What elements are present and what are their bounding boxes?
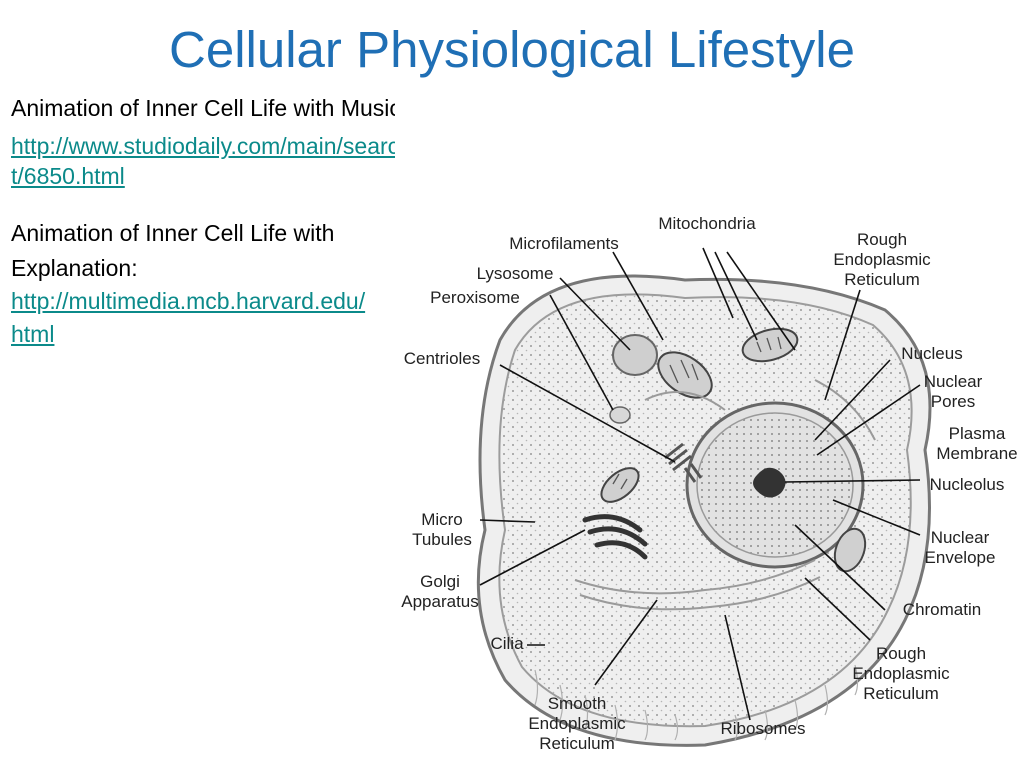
label-plasma-membrane: Plasma Membrane — [936, 424, 1018, 463]
cell-illustration — [476, 247, 932, 747]
cilia-fringe — [534, 664, 859, 741]
leader-lines — [479, 247, 921, 721]
label-mitochondria: Mitochondria — [658, 214, 756, 233]
cell-diagram: Mitochondria Microfilaments Rough Endopl… — [385, 200, 1024, 768]
label-lysosome: Lysosome — [476, 264, 554, 283]
label-nucleus: Nucleus — [901, 344, 963, 363]
label-nucleolus: Nucleolus — [929, 475, 1005, 494]
item2-link-line1[interactable]: http://multimedia.mcb.harvard.edu/ — [11, 288, 366, 314]
item2-text-line2: Explanation: — [11, 255, 138, 281]
label-golgi-apparatus: Golgi Apparatus — [401, 572, 479, 611]
label-microfilaments: Microfilaments — [509, 234, 619, 253]
item1-link-line1[interactable]: http://www.studiodaily.com/main/searchli… — [11, 133, 395, 159]
label-peroxisome: Peroxisome — [430, 288, 520, 307]
text-panel: Animation of Inner Cell Life with Music:… — [0, 0, 395, 768]
label-cilia: Cilia — [490, 634, 524, 653]
item1-link-line2[interactable]: t/6850.html — [11, 163, 125, 189]
label-smooth-er: Smooth Endoplasmic Reticulum — [528, 694, 626, 753]
label-micro-tubules: Micro Tubules — [412, 510, 472, 549]
item2-text-line1: Animation of Inner Cell Life with — [11, 220, 335, 246]
label-ribosomes: Ribosomes — [720, 719, 806, 738]
item1-text: Animation of Inner Cell Life with Music: — [11, 95, 395, 121]
label-rough-er-bottom: Rough Endoplasmic Reticulum — [852, 644, 950, 703]
label-centrioles: Centrioles — [403, 349, 481, 368]
item2-link-line2[interactable]: html — [11, 321, 55, 347]
label-rough-er-top: Rough Endoplasmic Reticulum — [833, 230, 931, 289]
golgi-shape — [582, 514, 648, 560]
label-nuclear-envelope: Nuclear Envelope — [924, 528, 996, 567]
label-chromatin: Chromatin — [902, 600, 982, 619]
nucleolus-shape — [753, 467, 786, 498]
label-nuclear-pores: Nuclear Pores — [923, 372, 983, 411]
centrioles-shape — [664, 442, 703, 483]
slide-title: Cellular Physiological Lifestyle — [169, 21, 855, 78]
